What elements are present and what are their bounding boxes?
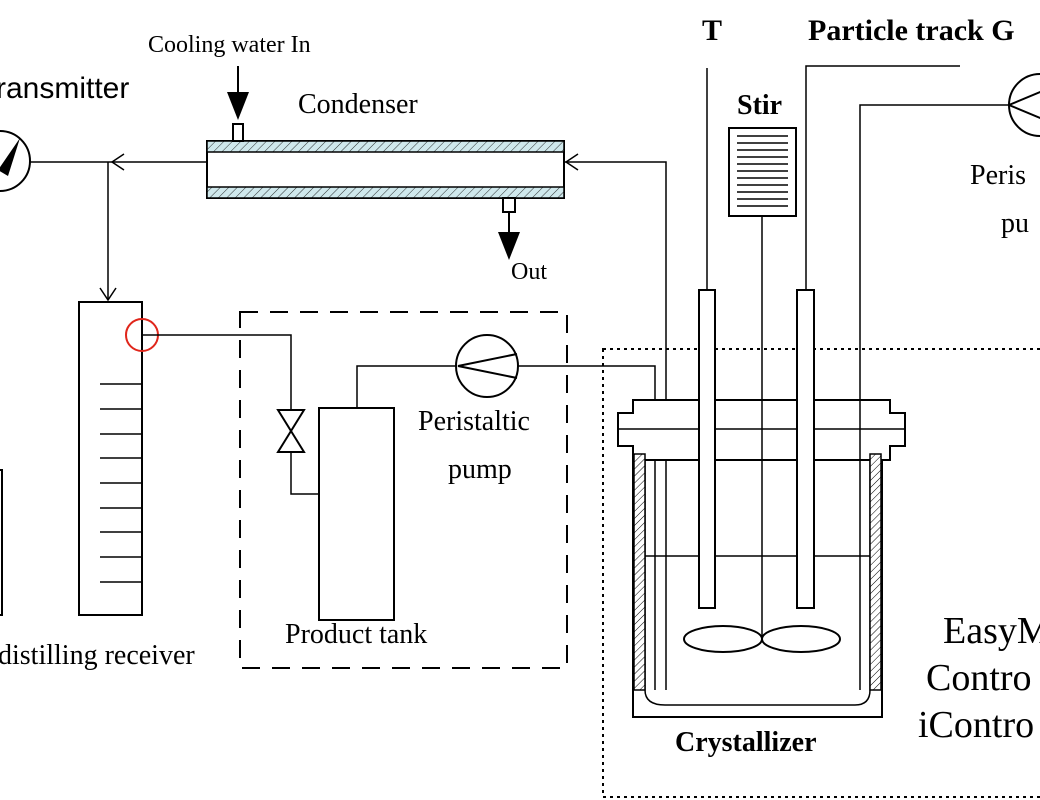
overflow-line xyxy=(142,334,292,410)
particle-track-line xyxy=(805,65,960,290)
distilling-receiver xyxy=(78,301,143,616)
left-vessel-partial xyxy=(0,469,3,616)
condenser xyxy=(206,123,565,213)
particle-track-label: Particle track G xyxy=(808,14,1015,47)
peristaltic-pump-right-label-line2: pu xyxy=(1001,208,1029,239)
flow-arrow-icon xyxy=(564,153,579,171)
right-pump-line xyxy=(859,104,1008,690)
gauge-needle-icon xyxy=(0,138,20,176)
easymax-label-line1: EasyM xyxy=(943,610,1040,652)
tank-inlet-line xyxy=(290,452,319,495)
tank-outlet-line xyxy=(356,365,456,408)
particle-track-probe xyxy=(796,289,815,609)
cooling-in-arrow-icon xyxy=(227,66,249,120)
condenser-label: Condenser xyxy=(298,89,418,120)
stir-label: Stir xyxy=(737,90,782,121)
temperature-label: T xyxy=(702,14,722,47)
impeller-icon xyxy=(683,625,841,653)
valve-icon xyxy=(276,409,306,453)
feed-line xyxy=(518,365,656,690)
stirrer-motor xyxy=(728,127,797,217)
easymax-label-line2: Contro xyxy=(926,657,1032,699)
peristaltic-pump-right-label-line1: Peris xyxy=(970,160,1026,191)
temperature-probe xyxy=(698,289,716,609)
product-tank-label: Product tank xyxy=(285,619,427,650)
distilling-receiver-label: distilling receiver xyxy=(0,640,195,671)
peristaltic-pump-label-line2: pump xyxy=(448,454,512,485)
vapor-return-line xyxy=(564,161,667,690)
peristaltic-pump-icon xyxy=(455,334,519,398)
crystallizer-label: Crystallizer xyxy=(675,727,817,758)
cooling-water-in-label: Cooling water In xyxy=(148,32,311,58)
cooling-out-arrow-icon xyxy=(498,212,520,260)
peristaltic-pump-right-icon xyxy=(1006,73,1040,137)
product-tank xyxy=(318,407,395,621)
peristaltic-pump-label-line1: Peristaltic xyxy=(418,406,530,437)
pressure-gauge xyxy=(0,130,31,192)
flow-arrow-icon xyxy=(110,153,125,171)
product-section-boundary xyxy=(239,311,568,669)
out-label: Out xyxy=(511,259,547,285)
transmitter-label: ransmitter xyxy=(0,72,129,105)
flow-arrow-icon xyxy=(99,287,117,302)
easymax-boundary xyxy=(602,348,1040,798)
easymax-label-line3: iContro xyxy=(918,704,1034,746)
